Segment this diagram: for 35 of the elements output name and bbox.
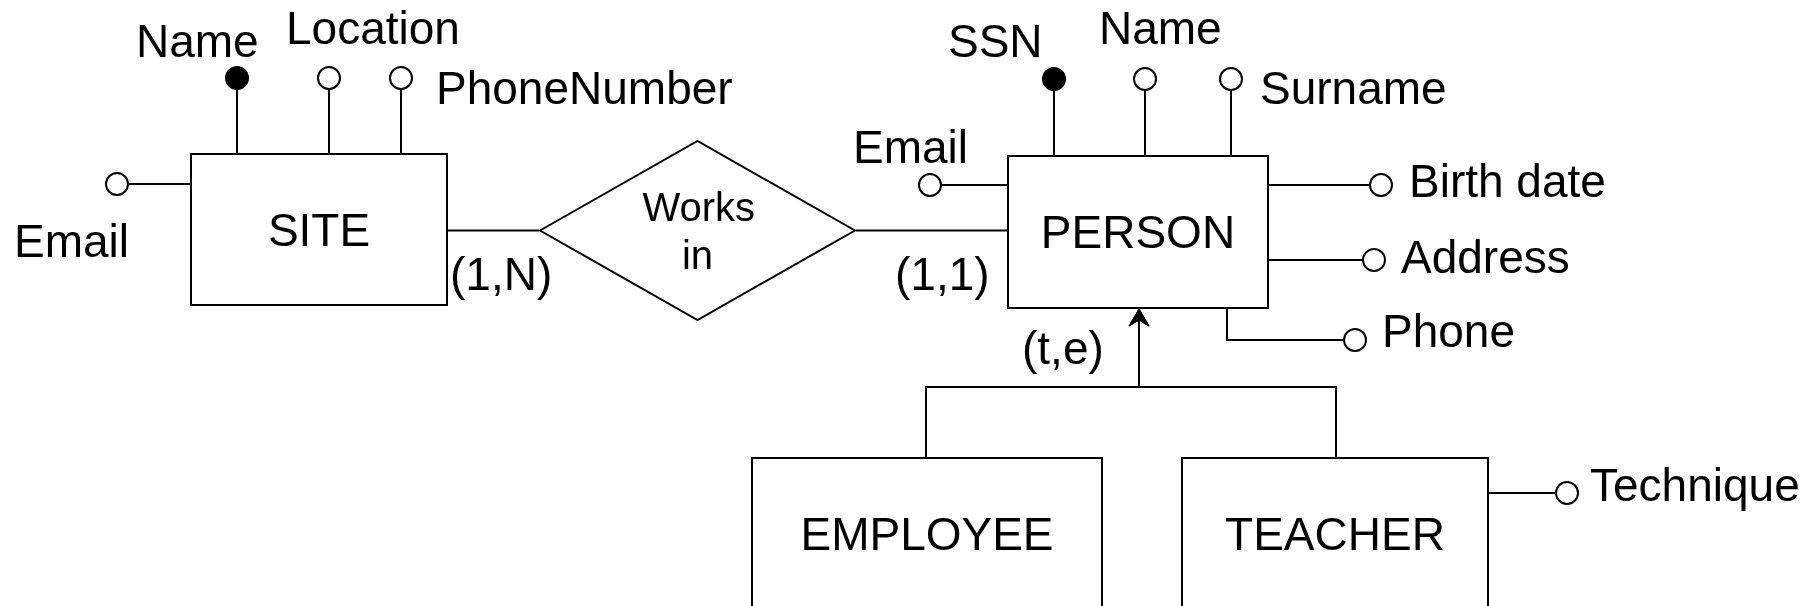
relationship-name: Works in [642, 183, 753, 279]
connector-line [328, 89, 330, 154]
attribute-name: Location [286, 5, 460, 51]
entity-box [751, 457, 1103, 606]
attribute-name: Name [1099, 5, 1222, 51]
attribute-name: Name [136, 18, 259, 64]
connector-line [447, 229, 540, 232]
connector-line [400, 89, 402, 154]
connector-line [128, 183, 191, 185]
connector-line [1268, 184, 1370, 186]
connector-line [1488, 492, 1556, 494]
attribute-name: Email [853, 124, 969, 170]
attribute-name: Birth date [1409, 158, 1606, 204]
inheritance-arrow [1128, 308, 1337, 458]
entity-box [190, 153, 448, 306]
entity-name: EMPLOYEE [800, 511, 1054, 557]
entity-box [1007, 155, 1269, 309]
attribute-name: PhoneNumber [436, 65, 733, 111]
entity-name: TEACHER [1225, 511, 1445, 557]
entity-box [1181, 457, 1489, 606]
entity-name: PERSON [1040, 209, 1236, 255]
connector-line [855, 229, 1008, 232]
entity-name: SITE [267, 206, 371, 253]
connector-line [941, 184, 1008, 186]
attribute-name: Surname [1260, 65, 1447, 111]
connector-line [1226, 308, 1344, 341]
attribute-name: SSN [948, 18, 1043, 64]
connector-line [1144, 90, 1146, 156]
attribute-name: Address [1401, 234, 1570, 280]
attribute-name: Phone [1382, 308, 1515, 354]
connector-line [1268, 259, 1363, 261]
connector-line [1053, 90, 1055, 156]
attribute-name: Email [14, 218, 130, 264]
connector-line [1230, 90, 1232, 156]
connector-line [236, 89, 238, 154]
